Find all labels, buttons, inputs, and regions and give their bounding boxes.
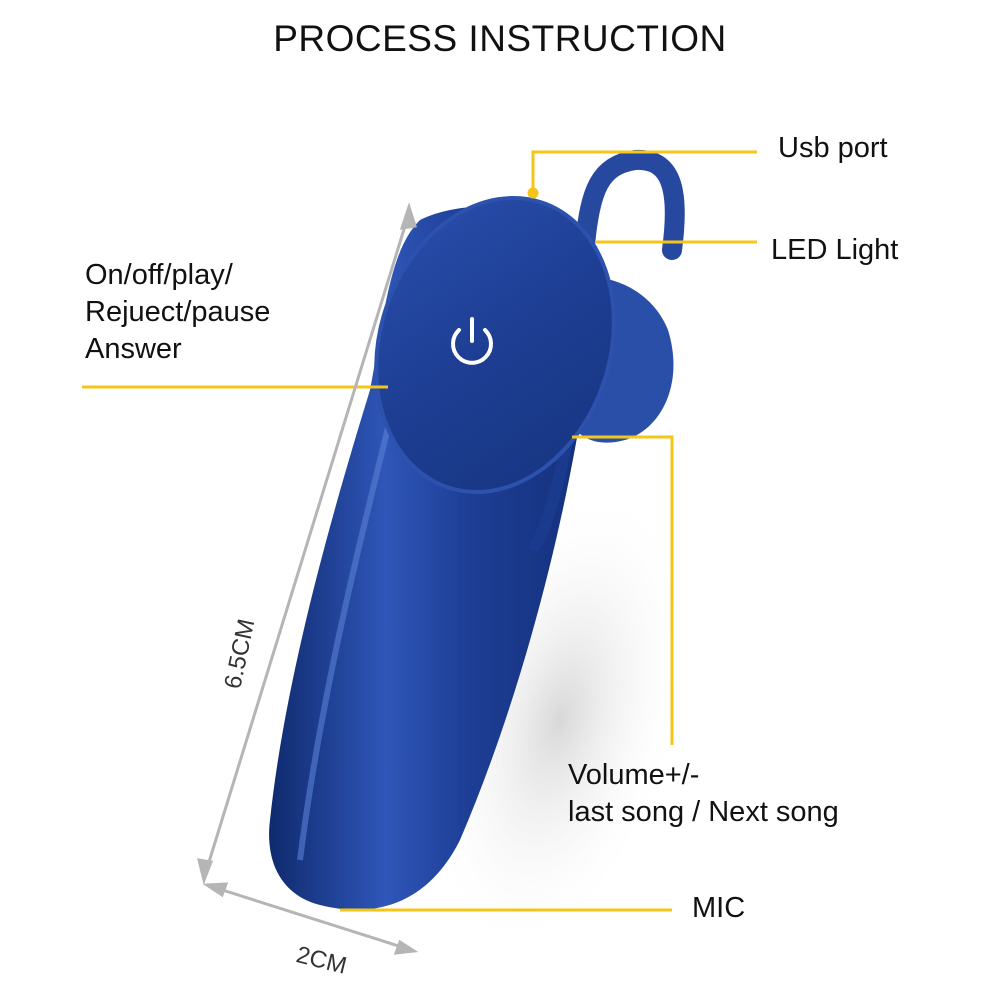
power-icon (451, 317, 493, 365)
power-button-label: On/off/play/ Rejuect/pause Answer (85, 257, 270, 368)
width-arrow-right (393, 939, 419, 955)
height-arrow-bottom (196, 858, 214, 885)
volume-label-line-1: Volume+/- (568, 759, 700, 791)
dimension-lines (196, 202, 419, 955)
mic-label: MIC (692, 892, 746, 924)
callout-usb-dot (527, 187, 539, 199)
volume-label-line-2: last song / Next song (568, 796, 839, 828)
body-highlight (297, 419, 393, 861)
width-dimension-line (212, 885, 409, 951)
usb-port-label: Usb port (778, 132, 888, 164)
callout-volume-line (572, 435, 674, 745)
page-title: PROCESS INSTRUCTION (273, 18, 727, 59)
led-light-label: LED Light (771, 234, 899, 266)
ear-hook (575, 149, 685, 260)
height-arrow-top (399, 202, 417, 230)
power-label-line-3: Answer (85, 333, 182, 365)
volume-label: Volume+/- last song / Next song (568, 757, 839, 831)
width-arrow-left (202, 882, 229, 898)
device-head (374, 195, 616, 495)
power-label-line-2: Rejuect/pause (85, 296, 271, 328)
callout-lines (82, 150, 757, 912)
callout-usb-line (531, 150, 757, 190)
power-label-line-1: On/off/play/ (85, 259, 233, 291)
height-dimension-line (203, 212, 411, 876)
